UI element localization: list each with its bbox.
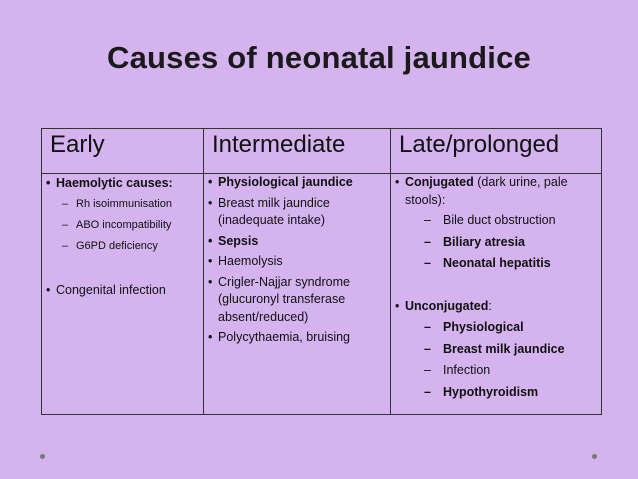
list-item: G6PD deficiency — [42, 237, 203, 255]
list-item: Haemolytic causes: — [42, 174, 203, 192]
list-item: Physiological — [391, 319, 601, 337]
list-item: Sepsis — [204, 233, 390, 251]
list-item: Breast milk jaundice — [391, 341, 601, 359]
list-item: Crigler-Najjar syndrome (glucuronyl tran… — [204, 274, 390, 327]
list-item: Breast milk jaundice (inadequate intake) — [204, 195, 390, 230]
conjugated-note: (dark urine, pale stools): — [405, 175, 568, 207]
header-late: Late/prolonged — [390, 128, 602, 174]
unconjugated-colon: : — [488, 298, 492, 313]
list-item: Bile duct obstruction — [391, 212, 601, 230]
list-item: Congenital infection — [42, 281, 203, 299]
late-cell: Conjugated (dark urine, pale stools): Bi… — [390, 173, 602, 415]
late-list: Conjugated (dark urine, pale stools): Bi… — [391, 174, 601, 401]
early-list: Haemolytic causes: Rh isoimmunisation AB… — [42, 174, 203, 299]
early-cell: Haemolytic causes: Rh isoimmunisation AB… — [41, 173, 204, 415]
unconjugated-label: Unconjugated — [405, 298, 489, 313]
decorative-dot-right — [592, 454, 597, 459]
list-item: Rh isoimmunisation — [42, 195, 203, 213]
list-item: ABO incompatibility — [42, 216, 203, 234]
list-item: Neonatal hepatitis — [391, 255, 601, 273]
list-item: Polycythaemia, bruising — [204, 329, 390, 347]
intermediate-cell: Physiological jaundice Breast milk jaund… — [203, 173, 391, 415]
list-item: Physiological jaundice — [204, 174, 390, 192]
header-row: Early Intermediate Late/prolonged — [41, 128, 602, 174]
intermediate-list: Physiological jaundice Breast milk jaund… — [204, 174, 390, 347]
list-item: Haemolysis — [204, 253, 390, 271]
list-item: Hypothyroidism — [391, 384, 601, 402]
page-title: Causes of neonatal jaundice — [106, 40, 531, 75]
decorative-dot-left — [40, 454, 45, 459]
header-intermediate: Intermediate — [203, 128, 391, 174]
header-early: Early — [41, 128, 204, 174]
causes-table: Early Intermediate Late/prolonged Haemol… — [41, 128, 602, 415]
list-item: Infection — [391, 362, 601, 380]
list-item: Conjugated (dark urine, pale stools): — [391, 174, 601, 209]
content-row: Haemolytic causes: Rh isoimmunisation AB… — [41, 173, 602, 415]
conjugated-label: Conjugated — [405, 175, 474, 189]
list-item: Biliary atresia — [391, 234, 601, 252]
list-item: Unconjugated: — [391, 298, 601, 316]
